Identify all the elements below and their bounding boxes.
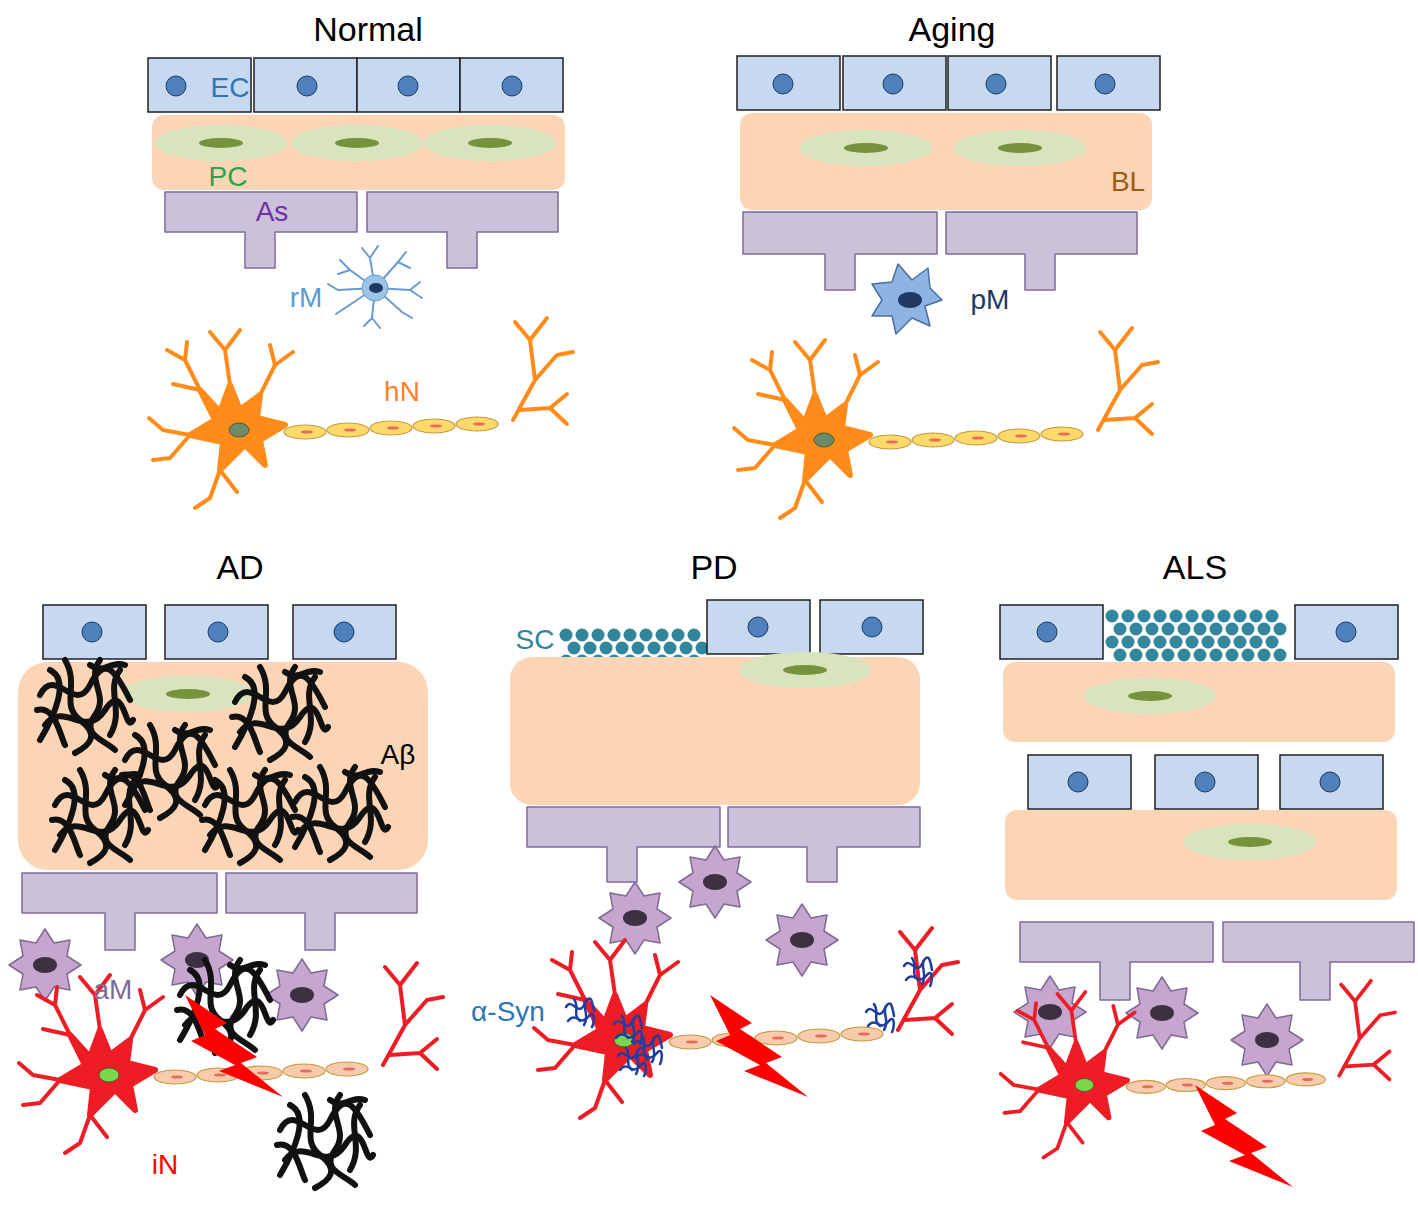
stem-cell-dot — [1250, 636, 1263, 649]
stem-cell-dot — [688, 629, 701, 642]
normal-panel — [148, 58, 573, 508]
part-label: pM — [971, 285, 1010, 316]
stem-cell-dot — [664, 642, 677, 655]
stem-cell-dot — [1114, 623, 1127, 636]
stem-cell-dot — [1250, 610, 1263, 623]
stem-cell-dot — [1194, 649, 1207, 662]
stem-cell-dot — [568, 642, 581, 655]
stem-cell-dot — [584, 642, 597, 655]
stem-cell-dot — [1274, 623, 1287, 636]
stem-cell-dot — [1274, 649, 1287, 662]
panel-title: Aging — [909, 11, 996, 48]
stem-cell-dot — [1210, 623, 1223, 636]
part-label: SC — [516, 625, 555, 656]
als-panel — [1000, 605, 1414, 1187]
stem-cell-dot — [1162, 649, 1175, 662]
stem-cell-dot — [576, 629, 589, 642]
stem-cell-dot — [1210, 649, 1223, 662]
stem-cell-dot — [1178, 649, 1191, 662]
stem-cell-dot — [624, 629, 637, 642]
stem-cell-dot — [1154, 610, 1167, 623]
stem-cell-dot — [1258, 623, 1271, 636]
stem-cell-dot — [1194, 623, 1207, 636]
stem-cell-dot — [1218, 636, 1231, 649]
panel-title: ALS — [1163, 549, 1227, 586]
stem-cell-dot — [680, 642, 693, 655]
stem-cell-dot — [640, 629, 653, 642]
stem-cell-dot — [1186, 610, 1199, 623]
stem-cell-dot — [592, 629, 605, 642]
panel-title: Normal — [313, 11, 423, 48]
stem-cell-dot — [1202, 610, 1215, 623]
stem-cell-dot — [1130, 623, 1143, 636]
part-label: hN — [384, 377, 420, 408]
part-label: BL — [1111, 167, 1145, 198]
part-label: EC — [211, 73, 250, 104]
pd-panel — [510, 600, 958, 1118]
stem-cell-dot — [1266, 636, 1279, 649]
stem-cell-dot — [1106, 636, 1119, 649]
part-label: rM — [290, 283, 323, 314]
stem-cell-dot — [1266, 610, 1279, 623]
stem-cell-dot — [608, 629, 621, 642]
stem-cell-dot — [648, 642, 661, 655]
part-label: iN — [152, 1150, 178, 1181]
panel-title: PD — [690, 549, 737, 586]
stem-cell-dot — [672, 629, 685, 642]
stem-cell-dot — [1162, 623, 1175, 636]
stem-cell-dot — [1218, 610, 1231, 623]
aging-panel — [734, 56, 1160, 518]
stem-cell-dot — [1226, 649, 1239, 662]
stem-cell-dot — [1170, 636, 1183, 649]
stem-cell-dot — [1202, 636, 1215, 649]
stem-cell-dot — [1226, 623, 1239, 636]
stem-cell-dot — [1234, 610, 1247, 623]
stem-cell-dot — [1258, 649, 1271, 662]
stem-cell-dot — [1242, 623, 1255, 636]
stem-cell-dot — [1130, 649, 1143, 662]
stem-cell-dot — [1122, 610, 1135, 623]
stem-cell-dot — [1178, 623, 1191, 636]
part-label: α-Syn — [471, 997, 545, 1028]
stem-cell-dot — [656, 629, 669, 642]
stem-cell-dot — [560, 629, 573, 642]
stem-cell-dot — [1106, 610, 1119, 623]
part-label: Aβ — [381, 740, 416, 771]
stem-cell-dot — [600, 642, 613, 655]
stem-cell-dot — [1138, 636, 1151, 649]
stem-cell-dot — [1234, 636, 1247, 649]
stem-cell-dot — [616, 642, 629, 655]
ad-panel — [9, 605, 443, 1188]
stem-cell-dot — [1186, 636, 1199, 649]
part-label: aM — [94, 975, 133, 1006]
stem-cell-dot — [1170, 610, 1183, 623]
panel-title: AD — [216, 549, 263, 586]
stem-cell-dot — [1154, 636, 1167, 649]
stem-cell-dot — [1146, 623, 1159, 636]
stem-cell-dot — [1122, 636, 1135, 649]
stem-cell-dot — [1138, 610, 1151, 623]
stem-cell-dot — [1146, 649, 1159, 662]
stem-cell-dot — [1114, 649, 1127, 662]
part-label: As — [256, 197, 289, 228]
part-label: PC — [209, 162, 248, 193]
stem-cell-dot — [1242, 649, 1255, 662]
stem-cell-dot — [632, 642, 645, 655]
